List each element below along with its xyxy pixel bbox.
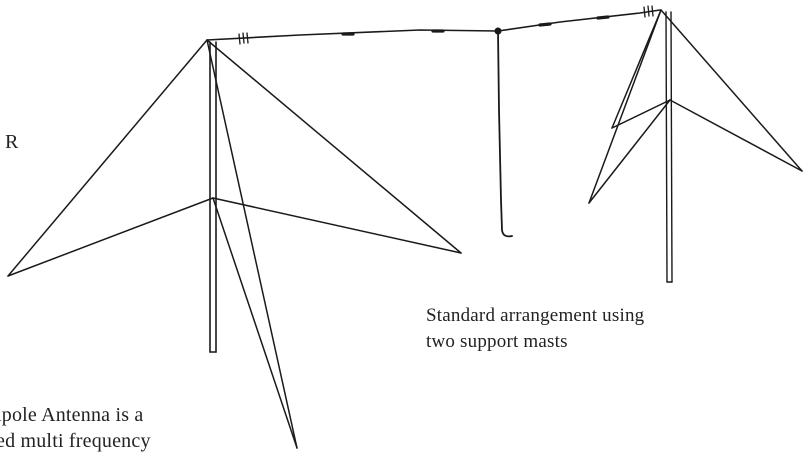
caption-line-2: two support masts	[426, 331, 568, 352]
cropped-heading-fragment: R	[5, 131, 19, 153]
description-line-1: ipole Antenna is a	[0, 404, 144, 426]
arrangement-caption: Standard arrangement using two support m…	[426, 303, 644, 355]
right-mast	[665, 11, 673, 283]
dipole-insulators	[238, 5, 654, 45]
caption-line-1: Standard arrangement using	[426, 305, 645, 326]
dipole-wire	[206, 9, 661, 41]
right-guy-wires	[588, 9, 803, 204]
left-mast	[209, 41, 217, 353]
left-guy-wires	[7, 39, 462, 449]
description-line-2: ed multi frequency	[0, 430, 151, 452]
cropped-description: ipole Antenna is a ed multi frequency	[0, 402, 151, 454]
wire-markers	[341, 15, 610, 36]
feedline	[494, 27, 513, 238]
